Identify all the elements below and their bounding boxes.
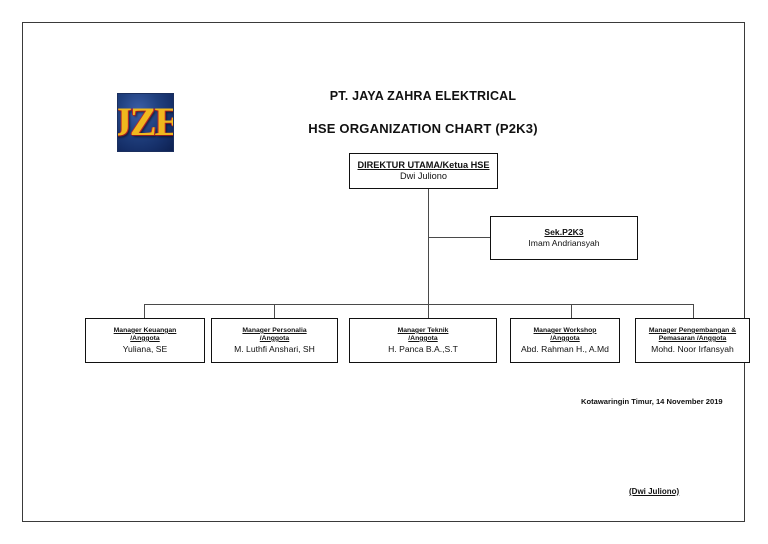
- org-node-person: Imam Andriansyah: [528, 238, 600, 249]
- org-node-role: Manager Workshop /Anggota: [534, 327, 597, 343]
- org-node-person: Abd. Rahman H., A.Md: [521, 343, 609, 354]
- connector-secretary-horizontal: [428, 237, 491, 239]
- org-node-role: Manager Personalia /Anggota: [242, 327, 306, 343]
- org-node-role: DIREKTUR UTAMA/Ketua HSE: [357, 159, 490, 170]
- connector-drop-manager-2: [428, 304, 430, 319]
- org-node-role-line-2: /Anggota: [259, 334, 290, 342]
- org-node-manager-workshop[interactable]: Manager Workshop /Anggota Abd. Rahman H.…: [510, 318, 620, 363]
- footer-signature-name: (Dwi Juliono): [629, 487, 680, 496]
- org-node-role-line-2: /Anggota: [130, 334, 160, 342]
- logo-text: JZE: [118, 98, 173, 144]
- org-node-role: Manager Pengembangan & Pemasaran /Anggot…: [649, 327, 736, 343]
- org-node-role-line-2: /Anggota: [408, 334, 438, 342]
- connector-drop-manager-3: [571, 304, 573, 319]
- org-node-person: Dwi Juliono: [400, 171, 447, 182]
- org-node-role-line-2: Pemasaran /Anggota: [658, 334, 727, 342]
- org-node-role-line-1: Manager Teknik: [397, 326, 449, 334]
- connector-bus-horizontal: [144, 304, 693, 306]
- org-node-role: Sek.P2K3: [544, 227, 584, 238]
- company-logo: JZE: [117, 93, 174, 152]
- footer-place-date: Kotawaringin Timur, 14 November 2019: [581, 397, 723, 406]
- org-node-secretary[interactable]: Sek.P2K3 Imam Andriansyah: [490, 216, 638, 260]
- chart-title: HSE ORGANIZATION CHART (P2K3): [308, 121, 538, 136]
- connector-drop-manager-4: [693, 304, 695, 319]
- org-node-person: H. Panca B.A.,S.T: [388, 343, 458, 354]
- org-node-director[interactable]: DIREKTUR UTAMA/Ketua HSE Dwi Juliono: [349, 153, 498, 189]
- org-node-role-line-1: Manager Personalia: [242, 326, 307, 334]
- company-title: PT. JAYA ZAHRA ELEKTRICAL: [329, 89, 517, 103]
- org-node-role: Manager Teknik /Anggota: [398, 327, 449, 343]
- org-node-manager-personalia[interactable]: Manager Personalia /Anggota M. Luthfi An…: [211, 318, 338, 363]
- org-node-role-line-1: Manager Keuangan: [113, 326, 177, 334]
- connector-drop-manager-1: [274, 304, 276, 319]
- document-border: JZE PT. JAYA ZAHRA ELEKTRICAL HSE ORGANI…: [22, 22, 750, 522]
- org-node-person: Yuliana, SE: [122, 343, 168, 354]
- org-node-manager-teknik[interactable]: Manager Teknik /Anggota H. Panca B.A.,S.…: [349, 318, 497, 363]
- connector-trunk-vertical: [428, 189, 430, 304]
- org-node-person: M. Luthfi Anshari, SH: [234, 343, 315, 354]
- org-node-role-line-1: Manager Workshop: [533, 326, 597, 334]
- org-node-manager-keuangan[interactable]: Manager Keuangan /Anggota Yuliana, SE: [85, 318, 205, 363]
- connector-drop-manager-0: [144, 304, 146, 319]
- org-node-person: Mohd. Noor Irfansyah: [651, 343, 734, 354]
- org-node-role-line-1: Manager Pengembangan &: [648, 326, 737, 334]
- org-node-role-line-2: /Anggota: [550, 334, 580, 342]
- org-node-role: Manager Keuangan /Anggota: [114, 327, 177, 343]
- org-node-manager-pengembangan[interactable]: Manager Pengembangan & Pemasaran /Anggot…: [635, 318, 750, 363]
